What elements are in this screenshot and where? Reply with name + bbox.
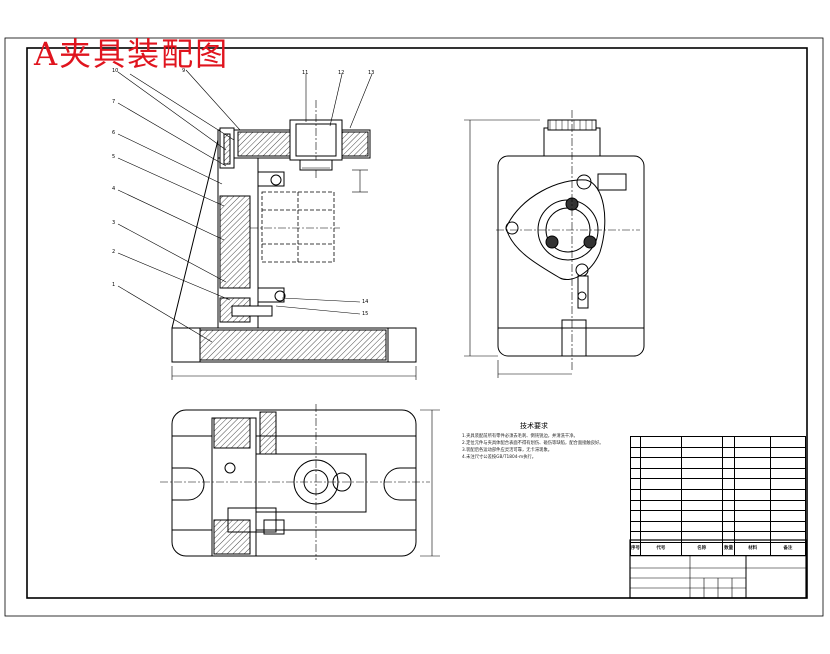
bom-header-cell: 备注: [769, 541, 807, 556]
bom-row: [630, 467, 807, 480]
callout-4: 4: [112, 186, 116, 192]
front-view: [171, 100, 417, 380]
bom-header-cell: 代号: [640, 541, 682, 556]
callout-11: 11: [302, 70, 309, 76]
drawing-title: A夹具装配图: [34, 35, 230, 73]
bom-row: [630, 457, 807, 469]
callout-2: 2: [112, 249, 116, 255]
bom-row: [630, 446, 807, 459]
leader-lines: [117, 69, 373, 343]
tech-requirements-text: 1.夹具装配前所有零件必须去毛刺、倒钝锐边，并清洗干净。 2.定位元件与夹具体配…: [462, 434, 604, 460]
side-view: [464, 110, 645, 378]
bom-row: [630, 531, 807, 543]
callout-12: 12: [338, 70, 345, 76]
bom-header-cell: 数量: [721, 541, 736, 556]
callout-5: 5: [112, 154, 116, 160]
bom-header-cell: 序号: [630, 541, 641, 556]
top-view: [160, 404, 440, 560]
tech-requirements-title: 技术要求: [520, 422, 548, 430]
bill-of-materials: 序号代号名称数量材料备注: [630, 436, 807, 556]
callout-14: 14: [362, 299, 369, 305]
callout-13: 13: [368, 70, 375, 76]
callout-9: 9: [182, 68, 186, 74]
callout-1: 1: [112, 282, 116, 288]
callout-10: 10: [112, 68, 119, 74]
callout-7: 7: [112, 99, 116, 105]
bom-row: [630, 436, 807, 448]
callout-3: 3: [112, 220, 116, 226]
bom-row: [630, 510, 807, 522]
inner-frame: [26, 47, 808, 599]
bom-header-row: 序号代号名称数量材料备注: [630, 541, 807, 556]
bom-header-cell: 材料: [734, 541, 771, 556]
bom-header-cell: 名称: [680, 541, 723, 556]
bom-row: [630, 478, 807, 490]
bom-row: [630, 499, 807, 512]
outer-border: [4, 37, 824, 617]
bom-row: [630, 488, 807, 501]
callout-15: 15: [362, 311, 369, 317]
callout-6: 6: [112, 130, 116, 136]
bom-row: [630, 520, 807, 533]
